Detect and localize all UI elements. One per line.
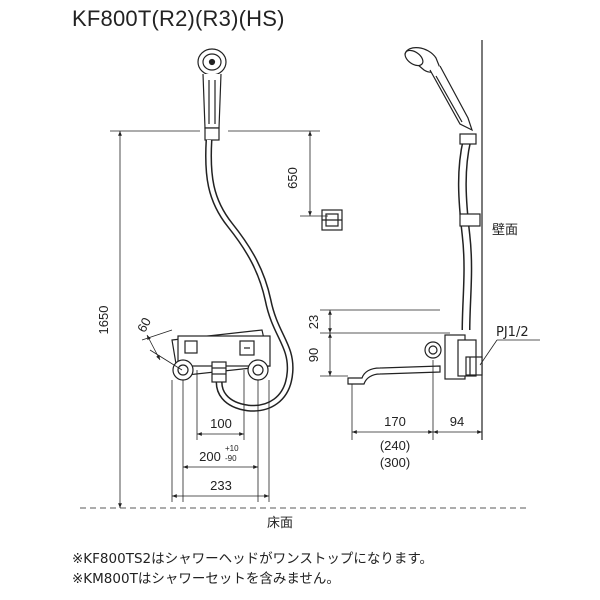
- front-view: [171, 48, 343, 412]
- dim-90: 90: [306, 348, 321, 362]
- dim-170: 170: [384, 414, 406, 429]
- pipe-size-label: PJ1/2: [496, 325, 529, 340]
- faucet-body-side: [347, 334, 483, 385]
- dim-233: 233: [210, 478, 232, 493]
- floor-label: 床面: [267, 516, 293, 531]
- note-1: ※KF800TS2はシャワーヘッドがワンストップになります。: [72, 551, 433, 567]
- shower-head-side: [404, 47, 474, 132]
- hook-bracket-front: [321, 209, 343, 231]
- shower-head-front: [197, 48, 227, 141]
- dim-1650: 1650: [96, 306, 111, 335]
- front-dimensions: [110, 130, 328, 508]
- dim-100: 100: [210, 416, 232, 431]
- side-dimensions: [320, 309, 540, 440]
- dim-650: 650: [285, 167, 300, 189]
- dim-200: 200: [199, 449, 221, 464]
- dim-200-tol-plus: +10: [225, 444, 239, 453]
- spout-side: [347, 365, 441, 385]
- model-title: KF800T(R2)(R3)(HS): [72, 6, 285, 31]
- dim-94: 94: [450, 414, 464, 429]
- side-view: [347, 40, 483, 440]
- faucet-body-front: [171, 329, 271, 383]
- dim-23: 23: [306, 315, 321, 329]
- note-2: ※KM800Tはシャワーセットを含みません。: [72, 571, 340, 587]
- notes: ※KF800TS2はシャワーヘッドがワンストップになります。 ※KM800Tはシ…: [72, 549, 433, 589]
- dim-240: (240): [380, 438, 410, 453]
- wall-label: 壁面: [492, 223, 518, 238]
- dim-200-tol-minus: -90: [225, 454, 237, 463]
- dim-60: 60: [134, 315, 154, 335]
- dim-300: (300): [380, 455, 410, 470]
